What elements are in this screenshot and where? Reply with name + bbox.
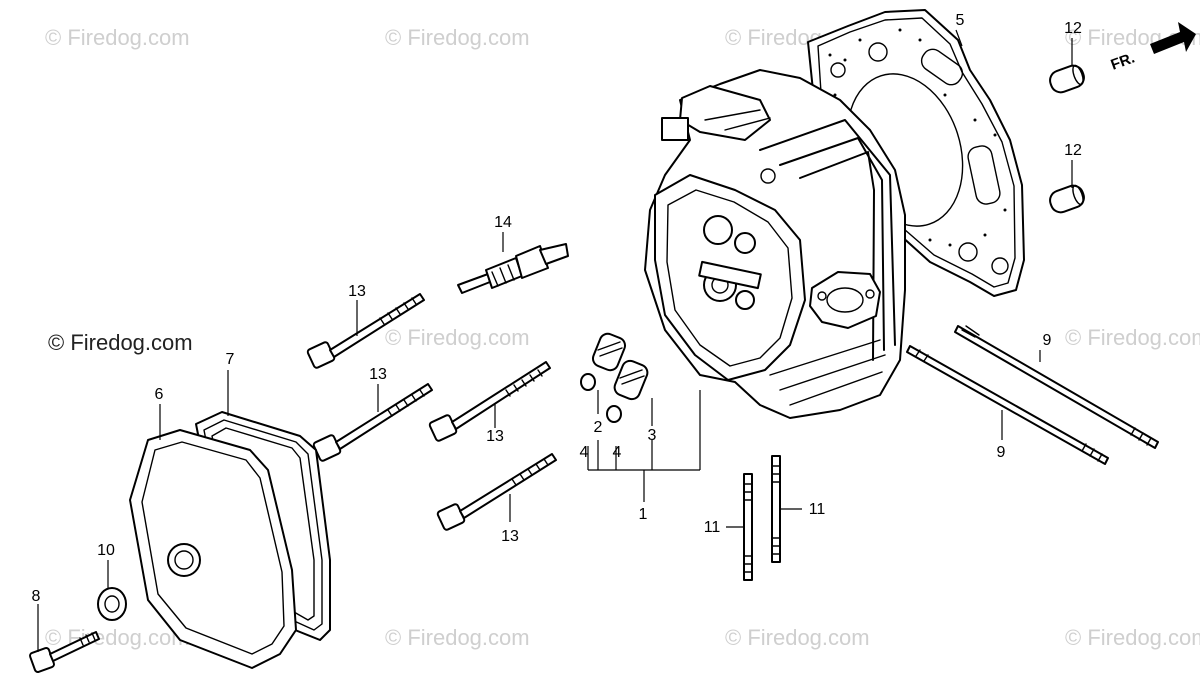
part-label-9: 9: [1043, 332, 1052, 349]
part-label-11: 11: [704, 519, 721, 536]
part-label-1: 1: [639, 506, 648, 523]
part-label-13: 13: [501, 528, 519, 545]
part-label-6: 6: [155, 386, 164, 403]
valve-guide: [591, 332, 627, 372]
watermark: © Firedog.com: [385, 25, 530, 50]
arrow-right-icon: [1150, 22, 1196, 54]
short-stud: [743, 473, 753, 581]
washer: [97, 587, 127, 621]
part-label-11: 11: [809, 501, 826, 518]
part-label-13: 13: [369, 366, 387, 383]
part-label-4: 4: [580, 444, 589, 461]
part-labels: 5 12 12 14 13 13 13 13 7 6 10 8 9 9 11 1…: [32, 12, 1082, 605]
part-label-7: 7: [226, 351, 235, 368]
part-label-13: 13: [486, 428, 504, 445]
watermark: © Firedog.com: [725, 625, 870, 650]
part-label-12: 12: [1064, 142, 1082, 159]
watermark: © Firedog.com: [385, 625, 530, 650]
spark-plug: [457, 243, 569, 294]
cover-bolt: [29, 631, 100, 673]
part-label-3: 3: [648, 427, 657, 444]
watermark: © Firedog.com: [1065, 325, 1200, 350]
watermark: © Firedog.com: [385, 325, 530, 350]
bolt: [436, 453, 557, 531]
part-label-5: 5: [956, 12, 965, 29]
front-label: FR.: [1109, 50, 1138, 74]
valve-guide: [613, 359, 649, 401]
watermark: © Firedog.com: [45, 25, 190, 50]
valve-cover: [129, 429, 297, 669]
part-label-9: 9: [997, 444, 1006, 461]
part-label-4: 4: [613, 444, 622, 461]
part-label-12: 12: [1064, 20, 1082, 37]
part-label-2: 2: [594, 419, 603, 436]
dowel-pin: [1049, 184, 1085, 214]
bolt: [428, 361, 551, 442]
part-label-10: 10: [97, 542, 115, 559]
stud-bolt: [906, 345, 1109, 465]
watermark: © Firedog.com: [1065, 625, 1200, 650]
leader-lines: [37, 29, 1073, 652]
part-label-14: 14: [494, 214, 512, 231]
bolt: [312, 383, 433, 462]
short-stud: [771, 455, 781, 563]
part-label-8: 8: [32, 588, 41, 605]
clip: [580, 373, 596, 391]
dowel-pin: [1049, 64, 1085, 94]
stud-bolt: [954, 325, 1159, 449]
clip: [606, 405, 622, 423]
part-label-13: 13: [348, 283, 366, 300]
bolt: [306, 293, 425, 369]
watermark-dark: © Firedog.com: [48, 330, 193, 355]
cylinder-head: [644, 69, 906, 419]
